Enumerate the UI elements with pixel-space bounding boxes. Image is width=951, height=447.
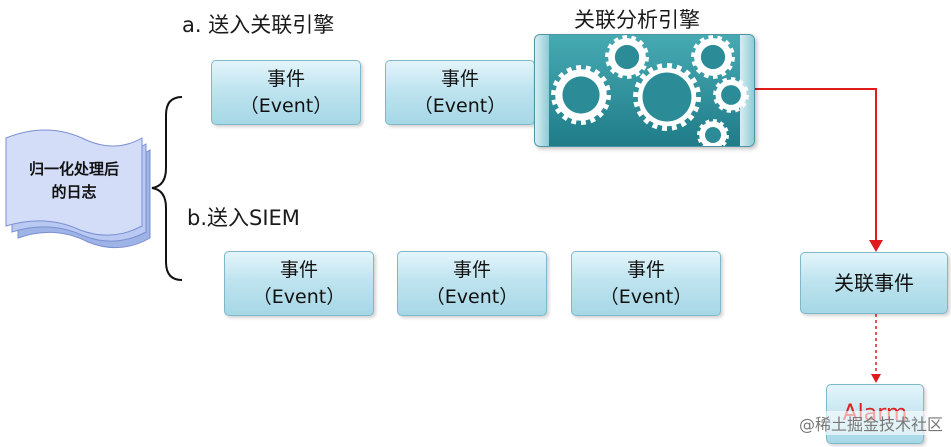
gears-icon [535, 35, 754, 146]
log-document-text: 归一化处理后 的日志 [8, 158, 140, 204]
correlated-event-label: 关联事件 [834, 270, 914, 295]
event-box-title: 事件 [626, 258, 665, 281]
event-box-a1: 事件 （Event） [211, 60, 361, 125]
event-to-alarm-arrow [871, 314, 881, 383]
event-box-title: 事件 [279, 258, 318, 281]
event-box-subtitle: （Event） [239, 94, 333, 117]
step-a-label: a. 送入关联引擎 [182, 13, 335, 37]
gear-hole [700, 44, 726, 70]
log-document-line1: 归一化处理后 [28, 160, 119, 178]
event-box-subtitle: （Event） [425, 285, 519, 308]
log-document-line2: 的日志 [51, 183, 97, 201]
gear-hole [562, 76, 600, 114]
correlated-event-box: 关联事件 [800, 252, 948, 314]
gear-hole [642, 72, 692, 122]
step-b-label: b.送入SIEM [187, 206, 300, 230]
event-box-b1: 事件 （Event） [224, 251, 374, 316]
engine-to-event-arrow [753, 88, 883, 252]
curly-brace [151, 96, 183, 281]
gear-hole [721, 85, 741, 105]
watermark: @稀土掘金技术社区 [796, 411, 945, 435]
event-box-subtitle: （Event） [252, 285, 346, 308]
engine-title: 关联分析引擎 [574, 8, 700, 32]
event-box-title: 事件 [266, 67, 305, 90]
event-box-title: 事件 [452, 258, 491, 281]
correlation-engine [534, 34, 755, 147]
gear-hole [705, 127, 721, 143]
event-box-title: 事件 [440, 67, 479, 90]
event-box-subtitle: （Event） [413, 94, 507, 117]
event-box-subtitle: （Event） [599, 285, 693, 308]
event-box-b3: 事件 （Event） [571, 251, 721, 316]
log-document-icon [5, 129, 151, 249]
event-box-b2: 事件 （Event） [397, 251, 547, 316]
gear-hole [614, 44, 640, 70]
event-box-a2: 事件 （Event） [385, 60, 535, 125]
